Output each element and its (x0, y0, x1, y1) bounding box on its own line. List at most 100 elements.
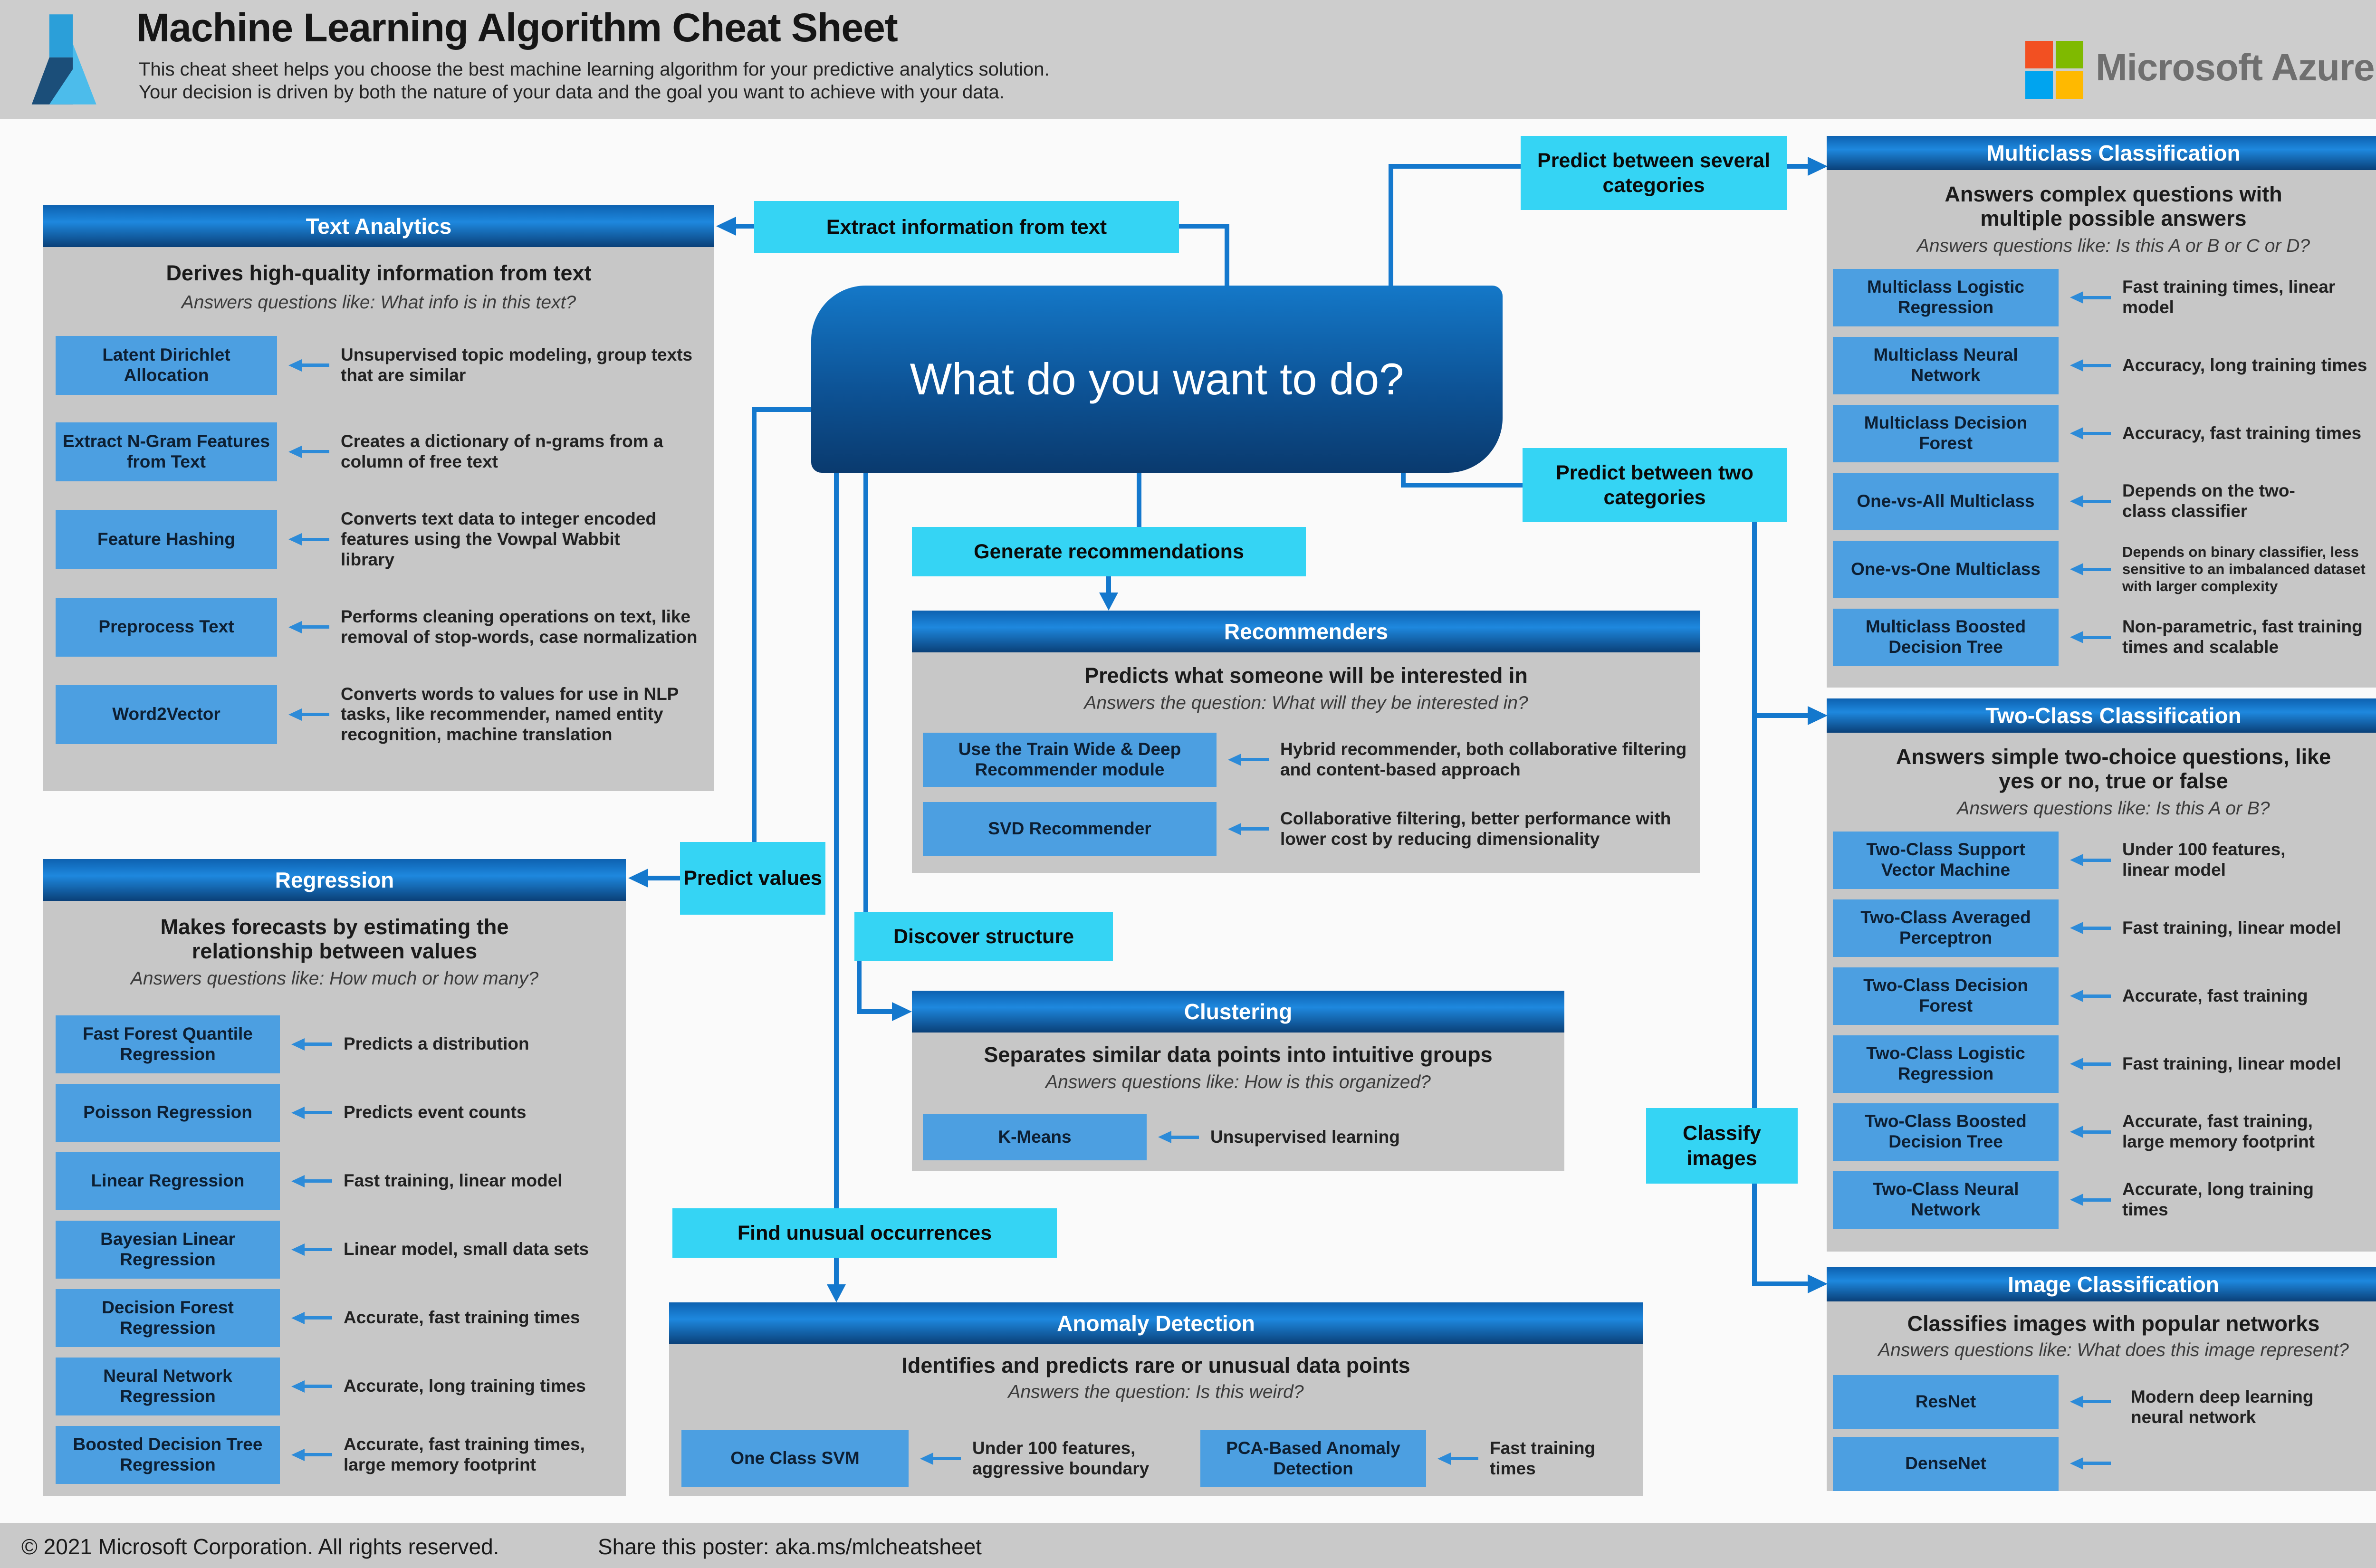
algorithm-box: Multiclass Logistic Regression (1833, 268, 2059, 326)
algorithm-desc: Fast training, linear model (2122, 918, 2341, 937)
panel-two-class-classification: Two-Class Classification Answers simple … (1827, 698, 2376, 1252)
left-arrow-icon (288, 445, 329, 458)
algorithm-box: Feature Hashing (56, 510, 277, 569)
algorithm-row: Decision Forest Regression Accurate, fas… (56, 1289, 626, 1347)
panel-description: Classifies images with popular networks (1907, 1311, 2320, 1336)
panel-clustering: Clustering Separates similar data points… (912, 991, 1564, 1171)
panel-question: Answers questions like: What does this i… (1878, 1339, 2349, 1360)
algorithm-box: Poisson Regression (56, 1083, 280, 1142)
left-arrow-icon (291, 1106, 332, 1119)
connector-line (1389, 164, 1521, 169)
microsoft-logo-icon (2025, 41, 2083, 99)
algorithm-box: PCA-Based Anomaly Detection (1200, 1430, 1426, 1487)
algorithm-desc: Accurate, long training times (2122, 1179, 2314, 1220)
left-arrow-icon (2070, 922, 2111, 935)
label-generate-recommendations: Generate recommendations (912, 527, 1306, 576)
arrowhead-left-icon (716, 217, 736, 236)
algorithm-box: SVD Recommender (923, 802, 1217, 856)
algorithm-box: Linear Regression (56, 1152, 280, 1210)
left-arrow-icon (288, 708, 329, 721)
algorithm-row: Multiclass Logistic Regression Fast trai… (1833, 268, 2376, 326)
algorithm-box: Two-Class Neural Network (1833, 1171, 2059, 1229)
left-arrow-icon (288, 621, 329, 633)
page-title: Machine Learning Algorithm Cheat Sheet (136, 5, 898, 50)
algorithm-desc: Accurate, fast training times (344, 1308, 580, 1328)
connector-line (1752, 522, 1757, 718)
arrowhead-down-icon (1099, 593, 1118, 611)
label-discover-structure: Discover structure (854, 912, 1113, 961)
algorithm-box: Decision Forest Regression (56, 1289, 280, 1347)
left-arrow-icon (2070, 291, 2111, 304)
left-arrow-icon (920, 1452, 961, 1465)
panel-anomaly-detection: Anomaly Detection Identifies and predict… (669, 1302, 1643, 1496)
algorithm-row: Linear Regression Fast training, linear … (56, 1152, 626, 1210)
algorithm-row: Two-Class Decision Forest Accurate, fast… (1833, 967, 2376, 1025)
left-arrow-icon (2070, 1395, 2111, 1408)
connector-line (857, 1009, 894, 1014)
label-predict-between-several-categories: Predict between several categories (1521, 136, 1787, 210)
algorithm-row: Two-Class Boosted Decision Tree Accurate… (1833, 1103, 2376, 1161)
algorithm-desc: Unsupervised learning (1210, 1127, 1400, 1147)
algorithm-box: DenseNet (1833, 1436, 2059, 1491)
left-arrow-icon (291, 1380, 332, 1393)
algorithm-row: Two-Class Averaged Perceptron Fast train… (1833, 899, 2376, 957)
algorithm-row: Two-Class Neural Network Accurate, long … (1833, 1171, 2376, 1229)
algorithm-row: Use the Train Wide & Deep Recommender mo… (923, 732, 1700, 787)
panel-title: Image Classification (1827, 1267, 2376, 1301)
arrowhead-down-icon (827, 1284, 846, 1302)
left-arrow-icon (2070, 854, 2111, 867)
algorithm-box: Boosted Decision Tree Regression (56, 1425, 280, 1484)
algorithm-box: One Class SVM (681, 1430, 909, 1487)
subtitle-line-2: Your decision is driven by both the natu… (139, 82, 1005, 103)
algorithm-box: Word2Vector (56, 685, 277, 744)
algorithm-row: Neural Network Regression Accurate, long… (56, 1357, 626, 1415)
panel-description: Predicts what someone will be interested… (1084, 663, 1528, 688)
algorithm-desc: Linear model, small data sets (344, 1239, 589, 1259)
algorithm-box: One-vs-All Multiclass (1833, 472, 2059, 530)
algorithm-desc: Accuracy, fast training times (2122, 423, 2362, 443)
azure-ml-logo-icon (31, 14, 96, 105)
label-predict-between-two-categories: Predict between two categories (1523, 448, 1787, 522)
algorithm-box: Multiclass Decision Forest (1833, 404, 2059, 462)
algorithm-desc: Fast training times (1490, 1438, 1596, 1478)
algorithm-desc: Predicts event counts (344, 1102, 527, 1122)
left-arrow-icon (2070, 427, 2111, 440)
algorithm-desc: Accurate, long training times (344, 1376, 586, 1396)
panel-description: Identifies and predicts rare or unusual … (901, 1353, 1410, 1377)
panel-title: Multiclass Classification (1827, 136, 2376, 170)
algorithm-desc: Depends on binary classifier, less sensi… (2122, 544, 2366, 595)
panel-description: Separates similar data points into intui… (984, 1042, 1493, 1067)
algorithm-box: One-vs-One Multiclass (1833, 540, 2059, 598)
algorithm-desc: Non-parametric, fast training times and … (2122, 617, 2363, 657)
label-classify-images: Classify images (1646, 1108, 1798, 1184)
panel-title: Regression (43, 859, 626, 901)
algorithm-row: Extract N-Gram Features from Text Create… (56, 422, 714, 481)
algorithm-desc: Unsupervised topic modeling, group texts… (341, 344, 693, 385)
connector-line (1401, 473, 1406, 488)
footer-copyright: © 2021 Microsoft Corporation. All rights… (21, 1534, 499, 1559)
algorithm-desc: Accurate, fast training (2122, 985, 2308, 1005)
algorithm-box: Two-Class Logistic Regression (1833, 1035, 2059, 1093)
label-predict-values: Predict values (680, 842, 825, 915)
algorithm-desc: Creates a dictionary of n-grams from a c… (341, 431, 663, 471)
footer-band (0, 1523, 2376, 1568)
connector-line (834, 473, 839, 1208)
algorithm-box: K-Means (923, 1114, 1147, 1160)
header-band (0, 0, 2376, 119)
algorithm-desc: Accuracy, long training times (2122, 355, 2367, 375)
left-arrow-icon (291, 1175, 332, 1187)
algorithm-desc: Hybrid recommender, both collaborative f… (1280, 739, 1687, 779)
algorithm-row: Word2Vector Converts words to values for… (56, 684, 714, 746)
algorithm-box: Bayesian Linear Regression (56, 1220, 280, 1279)
connector-line (834, 1258, 839, 1284)
arrowhead-right-icon (892, 1002, 912, 1021)
left-arrow-icon (2070, 990, 2111, 1003)
algorithm-row: Two-Class Logistic Regression Fast train… (1833, 1035, 2376, 1093)
central-question-node: What do you want to do? (811, 286, 1503, 473)
left-arrow-icon (1158, 1131, 1199, 1144)
algorithm-box: Two-Class Boosted Decision Tree (1833, 1103, 2059, 1161)
algorithm-row: K-Means Unsupervised learning (923, 1114, 1564, 1160)
algorithm-row: Two-Class Support Vector Machine Under 1… (1833, 831, 2376, 889)
panel-title: Anomaly Detection (669, 1302, 1643, 1344)
algorithm-row: Preprocess Text Performs cleaning operat… (56, 597, 714, 657)
